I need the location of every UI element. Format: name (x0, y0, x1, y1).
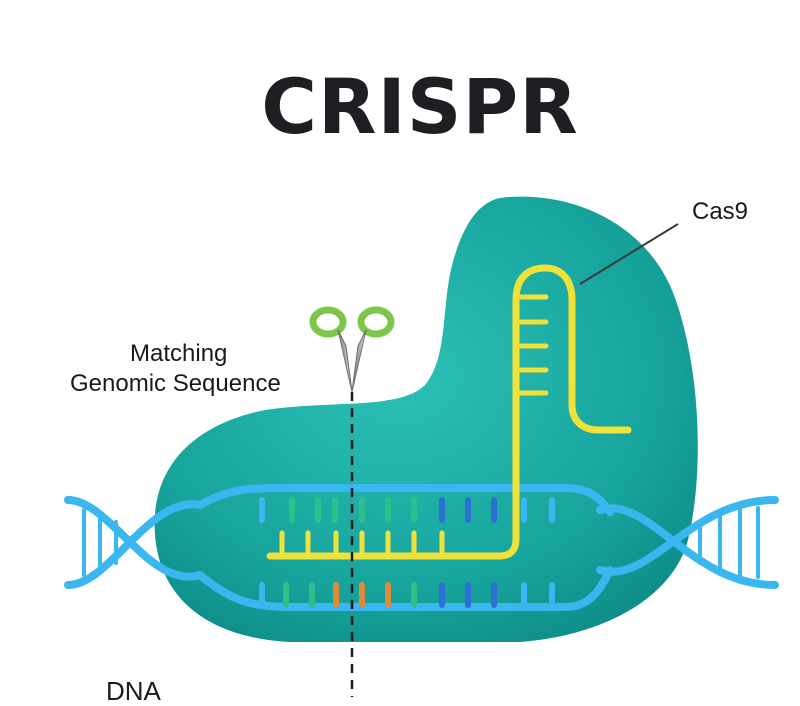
scissors-icon (309, 306, 395, 393)
dna-double-helix (64, 484, 779, 611)
dna-helix-rungs (82, 506, 760, 579)
diagram-title: CRISPR (261, 62, 579, 151)
matching-label-line1: Matching (130, 340, 228, 367)
dna-bases-bottom (259, 582, 555, 608)
cas9-leader-line (579, 223, 679, 285)
dna-label: DNA (106, 676, 161, 706)
matching-label-line2: Genomic Sequence (70, 370, 281, 397)
cas9-label: Cas9 (692, 198, 749, 225)
guide-rna (266, 264, 632, 560)
cas9-protein (154, 196, 698, 642)
dna-bases-top (259, 497, 555, 523)
